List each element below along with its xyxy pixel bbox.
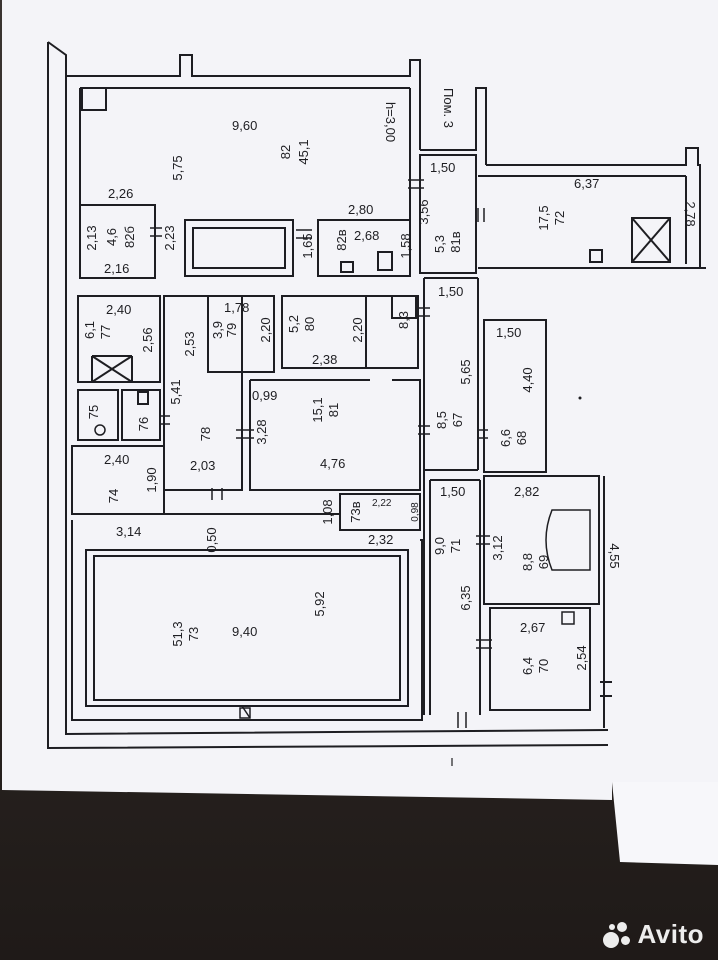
dim-label: 2,23: [162, 225, 177, 250]
walls: [47, 41, 706, 750]
dim-label: 2,82: [514, 484, 539, 499]
dim-label: 5,41: [168, 379, 183, 404]
dim-label: 1,90: [144, 467, 159, 492]
ceiling-height: h=3,00: [383, 102, 398, 142]
dim-label: 5,65: [458, 359, 473, 384]
room-number: 8,3: [396, 311, 411, 329]
dim-label: 2,03: [190, 458, 215, 473]
room-area: 4,6: [104, 228, 119, 246]
dim-label: 6,37: [574, 176, 599, 191]
room-area: 8,8: [520, 553, 535, 571]
dim-label: 2,22: [372, 498, 392, 509]
avito-logo-text: Avito: [637, 919, 704, 949]
paper-sheet: [2, 0, 718, 800]
pencil-dot: [578, 396, 582, 400]
room-area: 5,2: [286, 315, 301, 333]
room-number: 68: [514, 431, 529, 445]
bathtub-icon: [545, 509, 591, 571]
room-area: 6,6: [498, 429, 513, 447]
dim-label: 1,58: [398, 233, 413, 258]
dim-label: 2,40: [104, 452, 129, 467]
dim-label: 2,13: [84, 225, 99, 250]
room-number: 79: [224, 323, 239, 337]
room-area: 51,3: [170, 621, 185, 646]
sink-icon: [561, 611, 575, 625]
vent-mark: [239, 707, 251, 719]
dim-label: 1,65: [300, 233, 315, 258]
room-area: 6,1: [82, 321, 97, 339]
room-number: 77: [98, 325, 113, 339]
room-number: 73в: [348, 501, 363, 522]
room-area: 15,1: [310, 397, 325, 422]
dim-label: 1,78: [224, 300, 249, 315]
room-area: 6,4: [520, 657, 535, 675]
dim-label: 2,67: [520, 620, 545, 635]
room-number: 82в: [334, 229, 349, 250]
room-area: 8,5: [434, 411, 449, 429]
dim-label: 1,50: [440, 484, 465, 499]
room-number: 80: [302, 317, 317, 331]
dim-label: 2,56: [140, 327, 155, 352]
room-number: 82б: [122, 226, 137, 248]
dim-label: 2,38: [312, 352, 337, 367]
dim-label: 3,12: [490, 535, 505, 560]
room-number: 76: [136, 417, 151, 431]
dim-label: 6,35: [458, 585, 473, 610]
avito-logo-icon: [601, 920, 631, 950]
dim-label: 2,26: [108, 186, 133, 201]
dim-label: 1,50: [496, 325, 521, 340]
dim-label: 2,20: [350, 317, 365, 342]
room-number: 81в: [448, 231, 463, 252]
dim-label: 4,40: [520, 367, 535, 392]
dim-label: 2,68: [354, 228, 379, 243]
dim-label: 5,92: [312, 591, 327, 616]
dim-label: 2,53: [182, 331, 197, 356]
dim-label: 2,40: [106, 302, 131, 317]
dim-label: 4,76: [320, 456, 345, 471]
dim-label: 3,14: [116, 524, 141, 539]
dim-label: 1,50: [430, 160, 455, 175]
room-area: 9,0: [432, 537, 447, 555]
dim-label: 4,55: [607, 543, 622, 568]
dim-label: 1,50: [438, 284, 463, 299]
room-area: 3,9: [210, 321, 225, 339]
avito-watermark: Avito: [601, 919, 704, 950]
room-number: 78: [198, 427, 213, 441]
dim-label: 0,98: [410, 502, 421, 522]
dim-label: 2,78: [683, 201, 698, 226]
dim-label: 2,16: [104, 261, 129, 276]
dim-label: 3,28: [254, 419, 269, 444]
dim-label: 0,50: [204, 527, 219, 552]
room-number: 69: [536, 555, 551, 569]
room-number: 74: [106, 489, 121, 503]
room-number: 75: [86, 405, 101, 419]
room-number: 67: [450, 413, 465, 427]
room-area: 45,1: [296, 139, 311, 164]
dim-label: 0,99: [252, 388, 277, 403]
room-number: 81: [326, 403, 341, 417]
dim-label: 5,75: [170, 155, 185, 180]
room-number: 70: [536, 659, 551, 673]
dim-label: 2,80: [348, 202, 373, 217]
room-number: 72: [552, 211, 567, 225]
neighbor-label: Пом. 3: [441, 88, 456, 128]
dim-label: 1,08: [320, 499, 335, 524]
dim-label: 2,32: [368, 532, 393, 547]
dim-label: 9,60: [232, 118, 257, 133]
room-area: 5,3: [432, 235, 447, 253]
toilet-icon: [94, 424, 106, 436]
dim-label: 2,54: [574, 645, 589, 670]
paper-sheet-edge: [612, 782, 718, 865]
room-number: 73: [186, 627, 201, 641]
room-number: 71: [448, 539, 463, 553]
dim-label: 3,56: [416, 199, 431, 224]
dim-label: 2,20: [258, 317, 273, 342]
door-marks: [150, 179, 492, 728]
room-number: 82: [278, 145, 293, 159]
room-area: 17,5: [536, 205, 551, 230]
dim-label: 9,40: [232, 624, 257, 639]
